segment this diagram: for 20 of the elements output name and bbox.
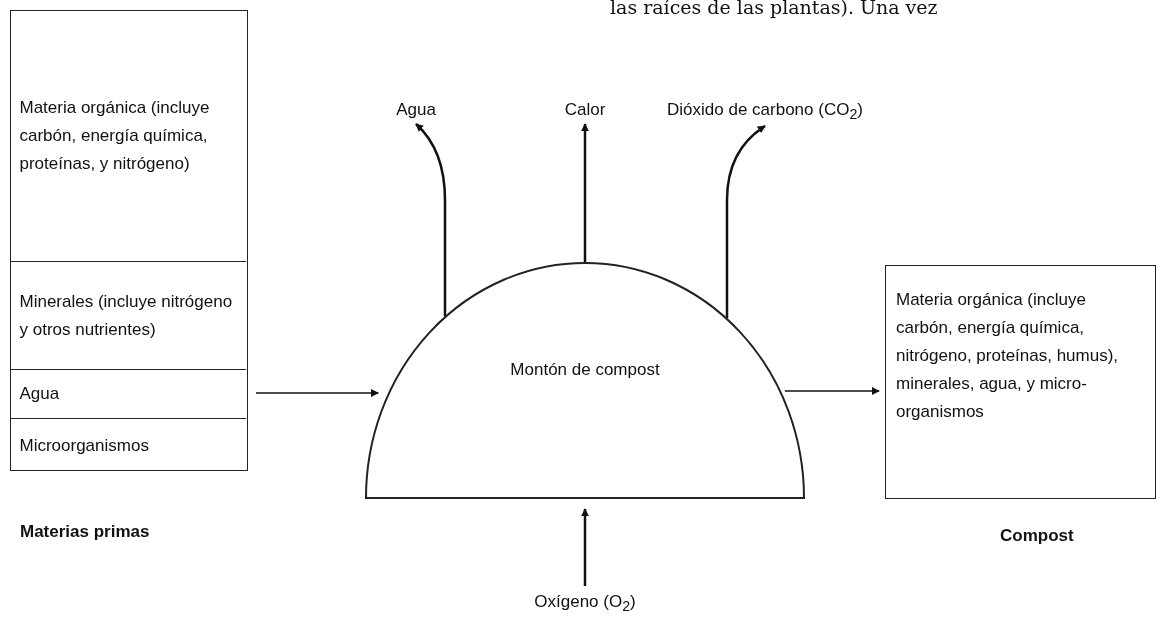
box-text: Microorganismos [19, 434, 149, 457]
arrow [581, 123, 589, 262]
box-text: Agua [19, 383, 60, 405]
group-caption: Materias primas [20, 522, 150, 542]
compost-pile-dome [365, 262, 805, 499]
box-text: Minerales (incluye nitrógeno y otros nutrientes) [19, 290, 234, 341]
output-label: Agua [396, 100, 436, 119]
arrow [725, 124, 766, 318]
output-label: Dióxido de carbono (CO$_{2}$) [667, 100, 863, 119]
box-text: Materia orgánica (incluye carbón, energía química, proteínas, y nitrógeno) [19, 97, 211, 175]
arrow [415, 123, 447, 317]
stacked-box [10, 10, 248, 471]
arrow [784, 387, 880, 395]
output-label: Oxígeno (O$_{2}$) [534, 592, 636, 611]
pile-label: Montón de compost [509, 360, 661, 380]
output-box [885, 265, 1156, 499]
box-text: Materia orgánica (incluye carbón, energía química, nitrógeno, proteínas, humus), minerales, agua, y micro- organismos [896, 289, 1120, 423]
arrow [255, 389, 380, 397]
arrow [581, 508, 589, 586]
group-caption: Compost [1000, 526, 1074, 546]
